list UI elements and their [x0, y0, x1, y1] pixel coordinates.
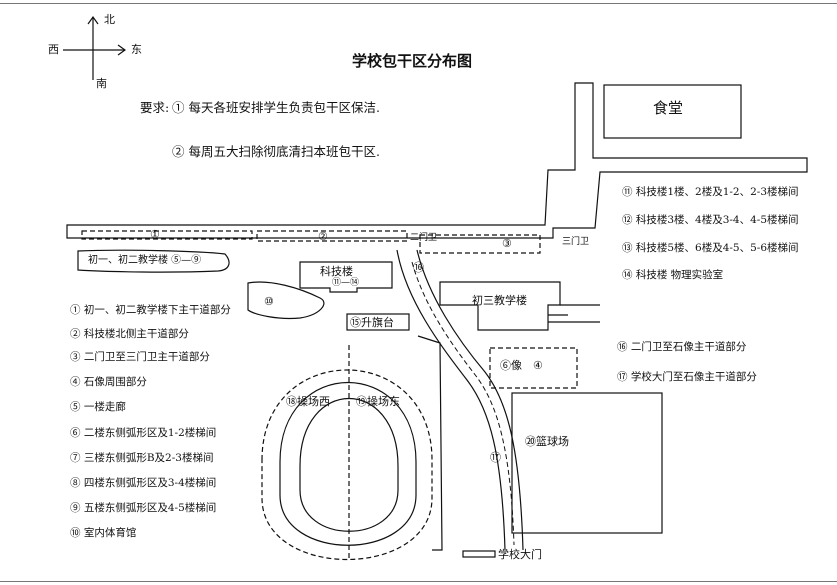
statue-label: ⑥像 — [500, 359, 522, 372]
zone-17-label: ⑰ — [490, 451, 501, 464]
statue-area — [489, 347, 578, 389]
legend-item: ⑬ 科技楼5楼、6楼及4-5、5-6楼梯间 — [622, 242, 799, 254]
zone-1-label: ① — [150, 228, 160, 241]
gym-10-label: ⑩ — [264, 295, 274, 308]
tech-range-label: ⑪—⑭ — [332, 278, 360, 288]
zone-3-label: ③ — [502, 237, 512, 250]
requirement-1: ① 每天各班安排学生负责包干区保洁. — [172, 100, 380, 115]
canteen-label: 食堂 — [653, 99, 684, 117]
zone-3-strip — [419, 234, 541, 254]
zone-2-label: ② — [318, 230, 328, 243]
zone-1-strip — [81, 230, 253, 240]
requirement-2: ② 每周五大扫除彻底清扫本班包干区. — [172, 144, 380, 159]
teaching-building-12 — [77, 249, 230, 273]
legend-item: ⑭ 科技楼 物理实验室 — [622, 269, 724, 281]
requirements-prefix: 要求: — [140, 100, 170, 115]
field-east-label: ⑲操场东 — [356, 395, 400, 408]
main-gate — [462, 550, 496, 558]
zone-16-label: ⑯ — [413, 261, 424, 274]
teaching-building-12-label: 初一、初二教学楼 ⑤—⑨ — [88, 255, 202, 266]
flag-platform — [346, 313, 410, 331]
legend-item: ⑨ 五楼东侧弧形区及4-5楼梯间 — [70, 502, 217, 514]
flag-platform-label: ⑮升旗台 — [350, 316, 394, 329]
legend-item: ⑥ 二楼东侧弧形区及1-2楼梯间 — [70, 427, 217, 439]
compass-west: 西 — [48, 43, 59, 56]
legend-item: ⑤ 一楼走廊 — [70, 401, 126, 413]
zone-2-strip — [256, 230, 408, 242]
tech-building — [299, 261, 393, 293]
legend-item: ⑧ 四楼东侧弧形区及3-4楼梯间 — [70, 477, 217, 489]
basketball-court — [511, 392, 663, 534]
compass-north: 北 — [104, 13, 115, 26]
basketball-label: ⑳篮球场 — [525, 435, 569, 448]
gate2-label: 二门卫 — [410, 233, 438, 243]
legend-item: ⑦ 三楼东侧弧形B及2-3楼梯间 — [70, 452, 214, 464]
gate3-label: 三门卫 — [562, 237, 590, 247]
legend-item: ④ 石像周围部分 — [70, 376, 147, 388]
legend-item: ⑰ 学校大门至石像主干道部分 — [617, 371, 757, 383]
bottom-border — [0, 581, 837, 582]
legend-item: ② 科技楼北侧主干道部分 — [70, 328, 189, 340]
statue-area-label: ④ — [533, 359, 543, 372]
legend-item: ③ 二门卫至三门卫主干道部分 — [70, 351, 210, 363]
field-west-label: ⑱操场西 — [286, 395, 330, 408]
legend-item: ⑪ 科技楼1楼、2楼及1-2、2-3楼梯间 — [622, 186, 799, 198]
legend-item: ⑯ 二门卫至石像主干道部分 — [617, 341, 747, 353]
compass-south: 南 — [96, 77, 107, 90]
legend-item: ① 初一、初二教学楼下主干道部分 — [70, 304, 231, 316]
main-gate-label: 学校大门 — [498, 548, 542, 561]
compass-icon — [63, 15, 127, 80]
tech-building-label: 科技楼 — [320, 265, 353, 278]
teaching-building-3 — [439, 281, 561, 331]
legend-item: ⑫ 科技楼3楼、4楼及3-4、4-5楼梯间 — [622, 214, 799, 226]
canteen-building — [603, 84, 742, 139]
north-road — [66, 82, 808, 239]
playground — [261, 369, 433, 560]
main-road-16-17 — [396, 249, 506, 551]
gym-10 — [247, 281, 325, 320]
compass-east: 东 — [131, 43, 142, 56]
top-border — [0, 3, 837, 4]
map-title: 学校包干区分布图 — [352, 52, 473, 70]
teaching-building-3-label: 初三教学楼 — [472, 294, 527, 307]
legend-item: ⑩ 室内体育馆 — [70, 527, 137, 539]
